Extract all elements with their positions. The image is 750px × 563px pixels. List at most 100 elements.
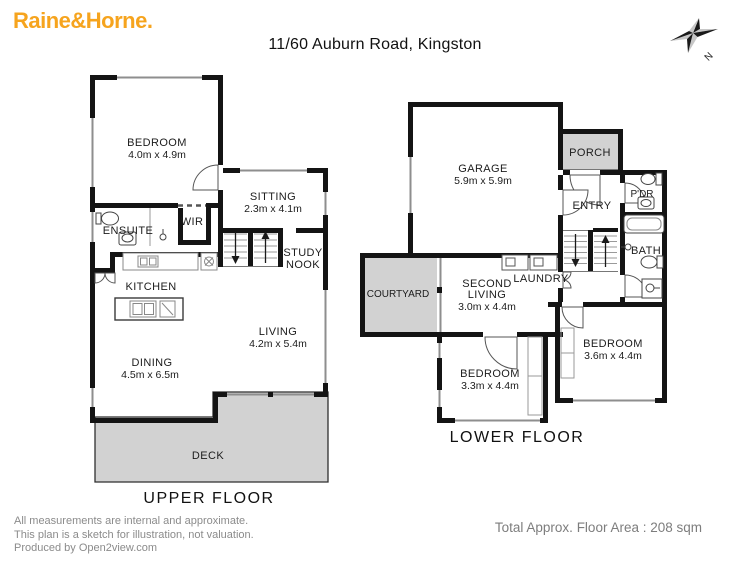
room-label-entry: ENTRY (572, 200, 611, 212)
room-label-study: STUDY (283, 247, 323, 259)
stair-up-arrowhead (601, 235, 610, 243)
room-label-laundry: LAUNDRY (513, 273, 568, 285)
room-dims-bedroom: 4.0m x 4.9m (128, 149, 186, 161)
laundry-tub-basin (505, 257, 516, 267)
kitchen-fixtures (114, 252, 218, 321)
room-dims-sitting: 2.3m x 4.1m (244, 203, 302, 215)
plan-title: 11/60 Auburn Road, Kingston (268, 36, 482, 53)
room-label-porch: PORCH (569, 147, 611, 159)
bedroom-two-door-swing (561, 306, 584, 329)
disclaimer-line-1: All measurements are internal and approx… (14, 515, 249, 527)
french-door-right (104, 272, 116, 284)
room-dims-living: 4.2m x 5.4m (249, 338, 307, 350)
window (240, 169, 307, 172)
room-label-ensuite: ENSUITE (103, 225, 153, 237)
room-dims-bedroom-two: 3.6m x 4.4m (584, 350, 642, 362)
room-label-bedroom: BEDROOM (127, 137, 187, 149)
toilet-tank-icon (656, 255, 664, 269)
window (409, 157, 412, 213)
sink-basin-icon (121, 233, 134, 243)
disclaimer-line-3: Produced by Open2view.com (14, 542, 158, 554)
window (438, 343, 441, 358)
compass-star-icon (670, 18, 718, 53)
disclaimer-text: All measurements are internal and approx… (14, 515, 254, 556)
garage-door-swing (562, 189, 589, 216)
room-label-living: LIVING (259, 326, 297, 338)
bedroom-door-swing (192, 164, 219, 191)
kitchen-sink-icon (137, 255, 159, 268)
room-label-deck: DECK (192, 450, 224, 462)
window (573, 399, 655, 402)
island-sink-bowl (132, 303, 143, 315)
room-label-bedroom-one: BEDROOM (460, 368, 520, 380)
laundry-appliances (501, 254, 558, 271)
cooktop-glyph (204, 257, 214, 266)
island-cooktop-glyph (161, 302, 174, 316)
pdr-toilet-tank-icon (655, 172, 663, 186)
brand-logo: Raine&Horne. (13, 8, 153, 33)
window (91, 118, 94, 187)
deck-area (94, 391, 329, 483)
sink-bowl (140, 257, 148, 266)
room-label-sitting: SITTING (250, 191, 296, 203)
upper-staircase (223, 231, 278, 267)
room-label-wir: WIR (181, 216, 204, 228)
room-label-bedroom-two: BEDROOM (583, 338, 643, 350)
upper-doors (94, 164, 219, 284)
room-dims-garage: 5.9m x 5.9m (454, 175, 512, 187)
window (439, 258, 442, 332)
compass-north-label: N (703, 51, 716, 64)
french-door-left (94, 272, 106, 284)
washer-glyph (533, 257, 544, 267)
pdr-toilet-bowl-icon (640, 173, 656, 185)
upper-floor-plan: BEDROOM 4.0m x 4.9m SITTING 2.3m x 4.1m … (90, 75, 329, 507)
room-label-dining: DINING (132, 357, 173, 369)
courtyard-area (365, 258, 437, 332)
lower-staircase (563, 230, 618, 272)
stair-up-arrowhead (261, 231, 270, 239)
bedroom-one-door-swing (484, 336, 518, 370)
lower-windows (409, 157, 655, 422)
stair-down-arrowhead (571, 259, 580, 267)
room-label-second-living: LIVING (468, 289, 506, 301)
lower-doors (484, 174, 648, 370)
window (91, 212, 94, 242)
hall-door-swing-bottom (562, 279, 572, 289)
room-label-second: SECOND (462, 278, 511, 290)
room-label-bath: BATH (631, 245, 661, 257)
window (117, 76, 202, 79)
room-label-courtyard: COURTYARD (367, 289, 429, 300)
kitchen-bench (122, 252, 199, 271)
ensuite-fixtures (95, 208, 167, 246)
room-label-nook: NOOK (286, 259, 320, 271)
lower-floor-label: LOWER FLOOR (450, 429, 585, 446)
room-dims-second-living: 3.0m x 4.4m (458, 301, 516, 313)
toilet-bowl-icon (640, 255, 658, 269)
compass-rose: N (670, 18, 718, 64)
disclaimer-line-2: This plan is a sketch for illustration, … (14, 528, 254, 541)
lower-floor-plan: GARAGE 5.9m x 5.9m PORCH ENTRY P'DR BATH… (360, 102, 667, 446)
window (455, 419, 540, 422)
room-dims-dining: 4.5m x 6.5m (121, 369, 179, 381)
toilet-tank-icon (95, 212, 102, 225)
window (324, 192, 327, 215)
upper-walls (90, 75, 328, 423)
toilet-bowl-icon (101, 211, 119, 226)
shower-head-icon (159, 233, 167, 241)
robes (527, 327, 575, 416)
window (324, 290, 327, 383)
sink-bowl (149, 257, 157, 266)
window (91, 388, 94, 407)
vanity-basin (645, 283, 655, 293)
total-floor-area: Total Approx. Floor Area : 208 sqm (494, 520, 702, 535)
bathtub-inner (626, 217, 662, 231)
room-dims-bedroom-one: 3.3m x 4.4m (461, 380, 519, 392)
room-label-kitchen: KITCHEN (125, 281, 176, 293)
pdr-sink-basin (640, 199, 652, 207)
window (438, 390, 441, 407)
upper-floor-label: UPPER FLOOR (143, 490, 274, 507)
bath-fixtures (621, 172, 665, 299)
island-sink-bowl (144, 303, 154, 315)
room-label-garage: GARAGE (458, 163, 507, 175)
